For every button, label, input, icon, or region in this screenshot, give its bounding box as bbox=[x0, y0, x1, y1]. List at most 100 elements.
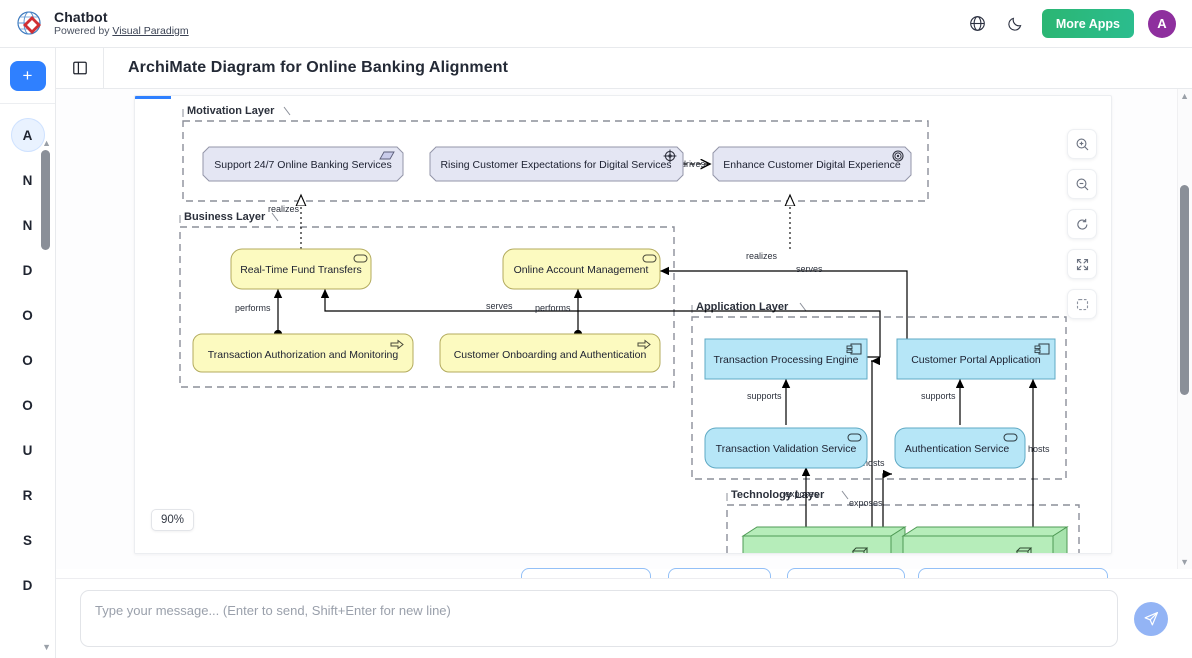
sidebar-item-2[interactable]: N bbox=[22, 217, 33, 233]
element-label: Real-Time Fund Transfers bbox=[240, 264, 362, 276]
rel-label-drives: drives bbox=[681, 159, 706, 169]
element-rising-customer-expectations[interactable]: Rising Customer Expectations for Digital… bbox=[429, 146, 684, 182]
element-label: Support 24/7 Online Banking Services bbox=[214, 159, 391, 171]
page-title: ArchiMate Diagram for Online Banking Ali… bbox=[128, 59, 509, 76]
diagram-toolbar bbox=[1067, 129, 1097, 319]
business-process-icon bbox=[637, 339, 651, 350]
archimate-diagram-canvas[interactable]: Motivation Layer Business Layer Applicat… bbox=[135, 99, 1111, 554]
element-transaction-validation-service[interactable]: Transaction Validation Service bbox=[704, 427, 868, 469]
powered-by-prefix: Powered by bbox=[54, 24, 113, 37]
new-chat-container: + bbox=[0, 48, 55, 104]
element-label: Customer Onboarding and Authentication bbox=[454, 349, 647, 361]
rel-label-supports-1: supports bbox=[747, 391, 782, 401]
visual-paradigm-link[interactable]: Visual Paradigm bbox=[112, 24, 189, 37]
requirement-icon bbox=[379, 151, 395, 160]
business-process-icon bbox=[390, 339, 404, 350]
element-transaction-authorization-and-monitoring[interactable]: Transaction Authorization and Monitoring bbox=[192, 333, 414, 373]
element-enhance-customer-digital-experience[interactable]: Enhance Customer Digital Experience bbox=[712, 146, 912, 182]
layer-group-technology: Technology Layer bbox=[726, 489, 1080, 553]
app-header: Chatbot Powered by Visual Paradigm More … bbox=[0, 0, 1192, 48]
suggestion-chip-0[interactable] bbox=[521, 568, 651, 578]
sidebar-item-5[interactable]: O bbox=[22, 352, 33, 368]
element-technology-node-2[interactable] bbox=[901, 526, 1069, 554]
element-transaction-processing-engine[interactable]: Transaction Processing Engine bbox=[704, 338, 868, 380]
powered-by: Powered by Visual Paradigm bbox=[54, 24, 189, 38]
reset-icon[interactable] bbox=[1067, 209, 1097, 239]
page-scroll-up-arrow[interactable]: ▲ bbox=[1180, 91, 1189, 101]
page-scroll-down-arrow[interactable]: ▼ bbox=[1180, 557, 1189, 567]
rel-label-supports-2: supports bbox=[921, 391, 956, 401]
scroll-down-arrow[interactable]: ▼ bbox=[42, 642, 51, 652]
sidebar-item-9[interactable]: S bbox=[22, 532, 32, 548]
sidebar-item-10[interactable]: D bbox=[22, 577, 33, 593]
archimate-diagram-svg: Motivation Layer Business Layer Applicat… bbox=[179, 105, 1080, 554]
rel-label-performs-2: performs bbox=[535, 303, 571, 313]
suggestion-chip-3[interactable] bbox=[918, 568, 1108, 578]
element-label: Authentication Service bbox=[905, 443, 1010, 455]
panel-toggle-icon[interactable] bbox=[56, 48, 104, 88]
zoom-out-icon[interactable] bbox=[1067, 169, 1097, 199]
element-online-account-management[interactable]: Online Account Management bbox=[502, 248, 661, 290]
scroll-up-arrow[interactable]: ▲ bbox=[42, 138, 51, 148]
zoom-level-badge: 90% bbox=[151, 509, 195, 531]
rel-label-performs-1: performs bbox=[235, 303, 271, 313]
rel-label-serves-2: serves bbox=[796, 264, 823, 274]
rel-label-exposes-1: exposes bbox=[785, 489, 819, 499]
layer-group-motivation: Motivation Layer bbox=[182, 105, 929, 202]
sidebar: + ▲ A N N D O O O U R S D ▼ bbox=[0, 48, 56, 658]
fit-screen-icon[interactable] bbox=[1067, 249, 1097, 279]
sidebar-item-7[interactable]: U bbox=[22, 442, 33, 458]
application-service-icon bbox=[847, 433, 862, 442]
rel-label-realizes-1: realizes bbox=[268, 204, 300, 214]
sidebar-item-0[interactable]: A bbox=[10, 118, 45, 152]
sidebar-item-6[interactable]: O bbox=[22, 397, 33, 413]
fullscreen-icon[interactable] bbox=[1067, 289, 1097, 319]
sidebar-item-8[interactable]: R bbox=[22, 487, 33, 503]
user-avatar[interactable]: A bbox=[1148, 9, 1176, 38]
sidebar-scrollbar-thumb[interactable] bbox=[41, 150, 50, 250]
layer-label-motivation: Motivation Layer bbox=[187, 105, 275, 117]
app-logo-icon bbox=[16, 10, 44, 38]
globe-icon[interactable] bbox=[966, 12, 990, 36]
element-customer-onboarding-and-authentication[interactable]: Customer Onboarding and Authentication bbox=[439, 333, 661, 373]
moon-icon[interactable] bbox=[1004, 12, 1028, 36]
send-button[interactable] bbox=[1134, 601, 1168, 636]
goal-icon bbox=[892, 150, 904, 162]
application-component-icon bbox=[1034, 343, 1050, 355]
layer-group-business: Business Layer bbox=[179, 211, 675, 388]
new-chat-button[interactable]: + bbox=[9, 60, 46, 91]
page-scrollbar-thumb[interactable] bbox=[1180, 185, 1189, 395]
element-label: Transaction Processing Engine bbox=[714, 354, 859, 366]
element-support-247-online-banking-services[interactable]: Support 24/7 Online Banking Services bbox=[202, 146, 404, 182]
suggestion-chip-2[interactable] bbox=[787, 568, 905, 578]
sidebar-item-3[interactable]: D bbox=[22, 262, 33, 278]
suggestion-chips bbox=[56, 566, 1192, 578]
element-real-time-fund-transfers[interactable]: Real-Time Fund Transfers bbox=[230, 248, 372, 290]
zoom-in-icon[interactable] bbox=[1067, 129, 1097, 159]
element-technology-node-1[interactable] bbox=[741, 526, 907, 554]
node-icons bbox=[851, 547, 1033, 553]
sidebar-item-4[interactable]: O bbox=[22, 307, 33, 323]
app-title: Chatbot bbox=[54, 8, 108, 25]
page-titlebar: ArchiMate Diagram for Online Banking Ali… bbox=[56, 48, 1192, 89]
driver-icon bbox=[663, 149, 677, 163]
rel-label-serves-1: serves bbox=[486, 301, 513, 311]
suggestion-chip-1[interactable] bbox=[668, 568, 771, 578]
element-label: Transaction Validation Service bbox=[716, 443, 857, 455]
message-input[interactable] bbox=[80, 590, 1118, 647]
layer-group-application: Application Layer bbox=[691, 301, 1067, 480]
layer-label-application: Application Layer bbox=[696, 301, 789, 313]
element-authentication-service[interactable]: Authentication Service bbox=[894, 427, 1026, 469]
more-apps-button[interactable]: More Apps bbox=[1041, 9, 1134, 38]
business-service-icon bbox=[353, 254, 368, 263]
application-component-icon bbox=[846, 343, 862, 355]
rel-label-hosts-1: hosts bbox=[863, 458, 885, 468]
rel-label-realizes-2: realizes bbox=[746, 251, 778, 261]
sidebar-item-1[interactable]: N bbox=[22, 172, 33, 188]
element-customer-portal-application[interactable]: Customer Portal Application bbox=[896, 338, 1056, 380]
page-scrollbar[interactable]: ▲ ▼ bbox=[1177, 89, 1192, 569]
rel-label-exposes-2: exposes bbox=[849, 498, 883, 508]
business-service-icon bbox=[642, 254, 657, 263]
layer-label-business: Business Layer bbox=[184, 211, 266, 223]
conversation-list: ▲ A N N D O O O U R S D ▼ bbox=[0, 104, 55, 658]
